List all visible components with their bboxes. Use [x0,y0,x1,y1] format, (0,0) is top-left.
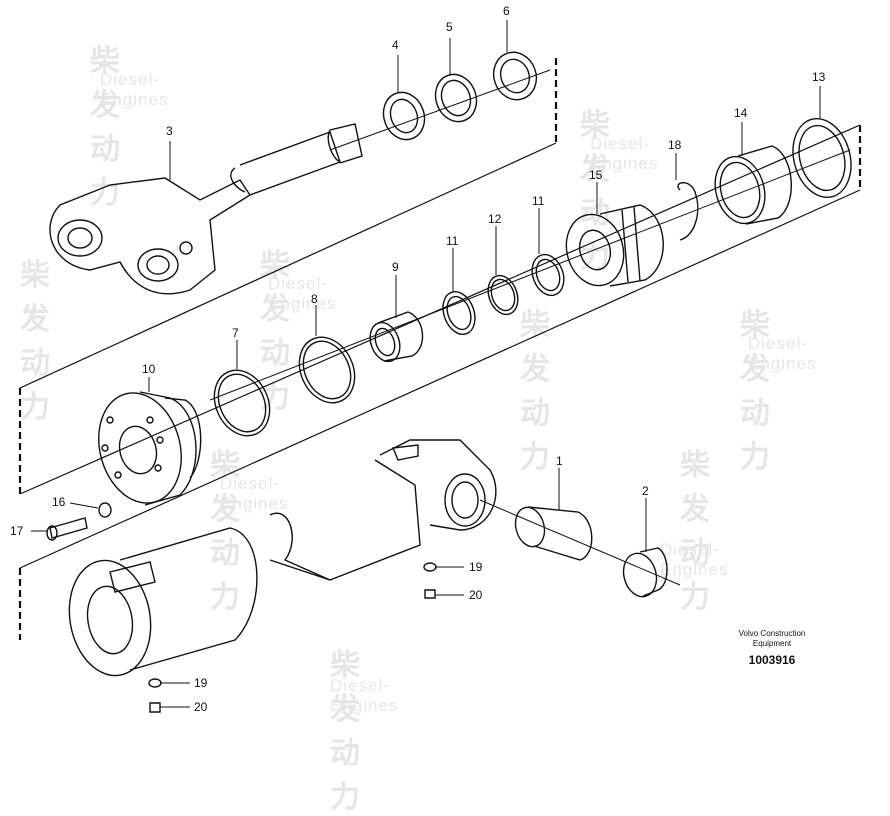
callout-3: 3 [166,124,173,138]
callout-12: 12 [488,212,502,226]
o-ring-part-7 [213,369,271,437]
ring-part-6 [492,51,538,101]
callout-1: 1 [556,454,563,468]
leader-lines [31,20,821,708]
callout-20-bottom: 20 [194,700,208,714]
callout-8: 8 [311,292,318,306]
fitting-19-20-top [423,562,437,599]
callout-7: 7 [232,326,239,340]
o-ring-part-8 [298,336,356,404]
washer-part-16 [98,502,112,518]
snap-ring-part-18 [677,182,699,241]
fitting-19-20-bottom [148,678,162,713]
exploded-parts-diagram [18,20,862,713]
callout-6: 6 [503,4,510,18]
drawing-footer: Volvo Construction Equipment 1003916 [716,629,828,667]
sleeve-part-14 [714,145,792,225]
callout-11-left: 11 [446,234,459,248]
ring-part-5 [434,73,478,123]
bushing-part-9 [369,311,424,363]
axis-line [479,499,681,586]
callout-11-right: 11 [532,194,545,208]
ring-part-11-right [531,253,565,297]
drawing-number: 1003916 [748,653,796,667]
screw-part-17 [46,517,88,541]
bushing-part-1 [514,506,593,561]
callout-4: 4 [392,38,399,52]
axis-line [209,149,851,401]
company-name: Volvo Construction [738,629,806,638]
callout-13: 13 [812,70,826,84]
callout-19-bottom: 19 [194,676,208,690]
callout-16: 16 [52,495,66,509]
piston-rod-part-3 [49,123,363,295]
callout-5: 5 [446,20,453,34]
callout-14: 14 [734,106,748,120]
callout-10: 10 [142,362,156,376]
callout-17: 17 [10,524,24,538]
ring-part-4 [382,91,426,141]
callout-2: 2 [642,484,649,498]
callout-20-top: 20 [469,588,483,602]
callout-18: 18 [668,138,682,152]
callout-15: 15 [589,168,603,182]
callout-9: 9 [392,260,399,274]
ring-part-12 [487,274,519,316]
piston-head-part-10 [98,391,202,506]
callout-19-top: 19 [469,560,483,574]
piston-part-15 [565,204,664,287]
seal-part-2 [622,547,668,598]
cylinder-barrel [68,439,497,677]
company-name-line2: Equipment [752,639,792,648]
ring-part-11-left [442,290,476,336]
ring-part-13 [792,117,852,199]
